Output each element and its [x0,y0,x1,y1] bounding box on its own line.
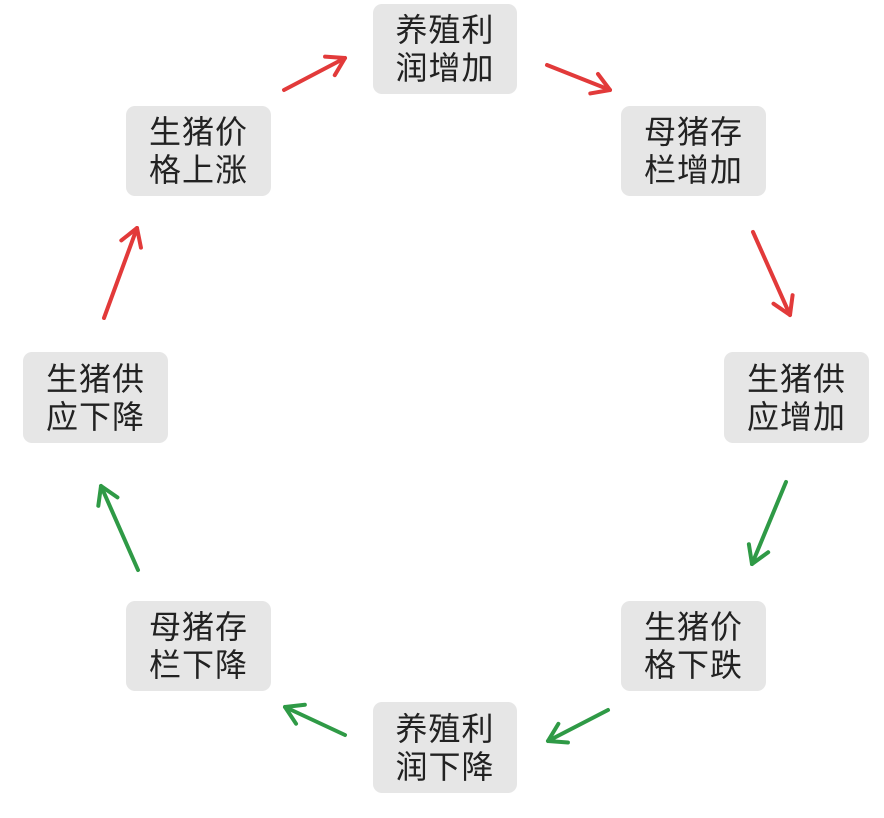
node-text-line2: 格上涨 [148,151,248,189]
node-breeding-profit-decrease: 养殖利 润下降 [373,702,517,793]
node-text-line2: 栏增加 [643,151,743,189]
node-text-line2: 格下跌 [643,646,743,684]
node-text-line1: 养殖利 [395,11,495,49]
node-text-line2: 栏下降 [148,646,248,684]
arrow-shaft [99,484,140,572]
arrow-head [771,293,795,317]
arrow-head [323,54,347,78]
node-text-line2: 应下降 [45,397,145,436]
node-text-line2: 应增加 [746,397,846,436]
arrow-shaft [750,480,788,566]
node-sow-inventory-decrease: 母猪存 栏下降 [126,601,271,691]
arrow-left-to-upleft [102,226,143,320]
node-hog-price-rise: 生猪价 格上涨 [126,106,271,196]
node-text-line1: 生猪价 [148,113,248,151]
arrow-top-to-upright [545,63,612,96]
arrow-shaft [751,230,792,317]
node-text-line1: 母猪存 [643,113,743,151]
node-text-line1: 生猪供 [45,359,145,398]
node-text-line1: 母猪存 [148,608,248,646]
node-sow-inventory-increase: 母猪存 栏增加 [621,106,766,196]
node-text-line1: 生猪价 [643,608,743,646]
arrow-head [746,542,771,566]
arrow-bottom-to-lowleft [283,702,347,737]
arrow-head [546,721,570,745]
node-hog-supply-decrease: 生猪供 应下降 [23,352,168,443]
node-text-line2: 润增加 [395,49,495,87]
node-breeding-profit-increase: 养殖利 润增加 [373,4,517,94]
arrow-head [588,71,612,96]
arrow-shaft [545,63,612,92]
arrow-lowright-to-bottom [546,708,610,745]
arrow-upleft-to-top [282,54,347,92]
arrow-right-to-lowright [746,480,788,566]
node-text-line2: 润下降 [395,747,495,786]
arrow-upright-to-right [751,230,795,317]
node-text-line1: 养殖利 [395,709,495,748]
arrow-lowleft-to-left [96,484,140,572]
arrow-shaft [283,705,347,737]
arrow-head [283,702,307,726]
node-hog-price-fall: 生猪价 格下跌 [621,601,766,691]
arrow-shaft [282,56,347,92]
arrow-head [96,484,120,508]
node-text-line1: 生猪供 [746,359,846,398]
arrow-shaft [102,226,139,320]
arrow-head [119,226,143,250]
node-hog-supply-increase: 生猪供 应增加 [724,352,869,443]
arrow-shaft [546,708,610,743]
